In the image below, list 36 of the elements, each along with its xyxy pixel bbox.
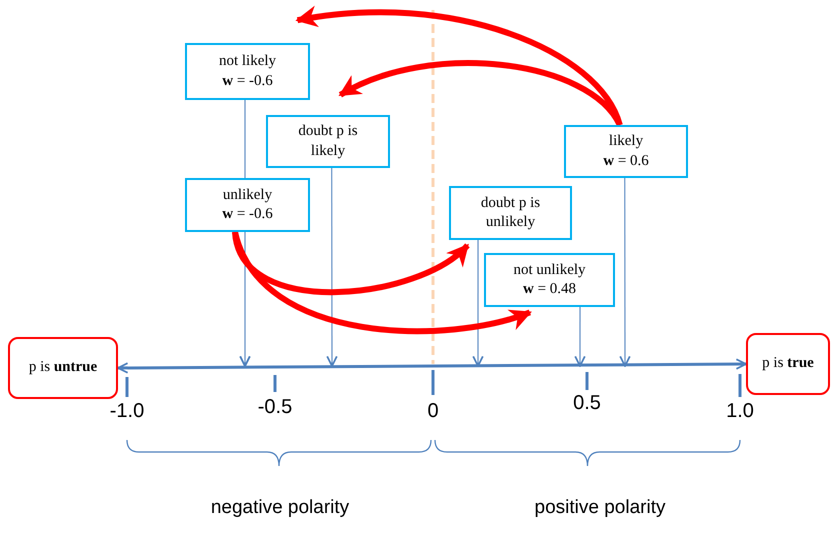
box-text: p is untrue: [28, 358, 98, 378]
tick-label: 1.0: [726, 400, 754, 423]
text-box: [484, 253, 615, 307]
text-box: [185, 178, 310, 232]
end-label-box: [746, 333, 830, 395]
number-line-arrow: [117, 358, 747, 374]
text-box: [185, 43, 310, 100]
curved-arrow: [232, 231, 470, 296]
tick-label: 0.5: [573, 392, 601, 415]
pointer-arrow: [472, 240, 484, 367]
text-box: [266, 115, 390, 168]
polarity-label: negative polarity: [210, 497, 350, 519]
polarity-label: positive polarity: [534, 497, 666, 519]
tick-label: -1.0: [110, 400, 144, 423]
box-text: w = -0.6: [222, 205, 273, 224]
box-text: w = -0.6: [222, 72, 273, 90]
tick-label: 0: [427, 400, 439, 423]
box-text: unlikely: [222, 186, 272, 204]
tick-label: -0.5: [258, 396, 292, 419]
box-text: w = 0.48: [522, 280, 576, 299]
box-text: not unlikely: [513, 260, 586, 280]
curved-arrow: [232, 230, 532, 334]
box-text: doubt p is unlikely: [480, 194, 542, 232]
box-text: not likely: [218, 52, 276, 71]
box-text: p is true: [762, 354, 814, 374]
text-box: [564, 125, 688, 178]
end-label-box: [8, 337, 118, 399]
box-text: w = 0.6: [603, 152, 649, 170]
pointer-arrow: [574, 306, 586, 367]
box-text: likely: [608, 132, 644, 151]
pointer-arrow: [326, 168, 338, 367]
pointer-arrow: [619, 178, 631, 367]
text-box: [449, 186, 572, 240]
box-text: doubt p is likely: [297, 122, 359, 160]
curved-arrow: [338, 60, 622, 127]
curved-arrow: [295, 6, 623, 126]
